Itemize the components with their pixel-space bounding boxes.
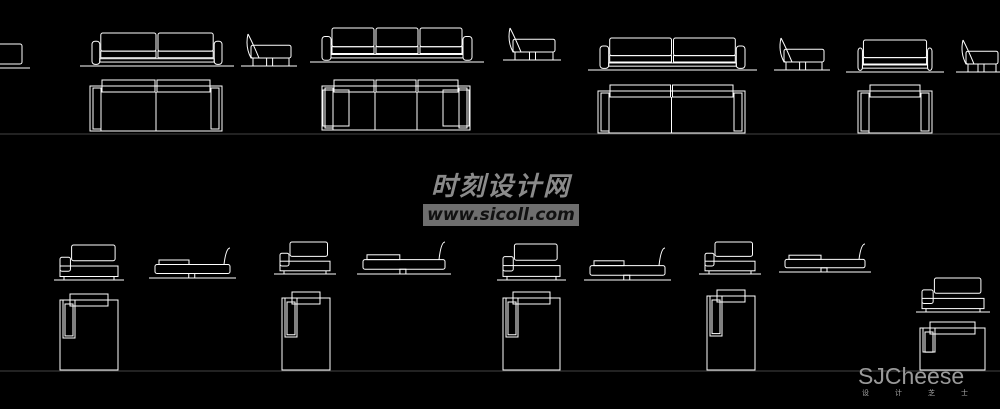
chaise-side-elevation bbox=[584, 247, 671, 281]
baseline-guides bbox=[0, 133, 1000, 372]
chaise-front-elevation bbox=[274, 241, 336, 275]
chaise-side-elevation bbox=[779, 243, 871, 273]
sofa-front-elevation bbox=[588, 37, 757, 71]
chaise-plan-view bbox=[59, 293, 119, 371]
brand-logo: SJCheese 设计芝士 bbox=[858, 364, 994, 398]
chaise-front-elevation bbox=[54, 244, 124, 281]
sofa-front-elevation bbox=[846, 39, 944, 73]
chaise-side-elevation bbox=[357, 241, 451, 275]
sofa-side-elevation bbox=[241, 33, 297, 67]
partial-sofa bbox=[0, 43, 30, 69]
logo-main-text: SJCheese bbox=[858, 363, 965, 389]
watermark-title: 时刻设计网 bbox=[430, 172, 571, 202]
sofa-plan-view bbox=[597, 84, 746, 134]
chaise-front-elevation bbox=[699, 241, 761, 275]
sofa-side-elevation bbox=[774, 37, 830, 71]
chaise-plan-view bbox=[919, 321, 986, 371]
sofa-side-elevation bbox=[503, 27, 561, 61]
sofa-side-elevation bbox=[956, 39, 1000, 73]
watermark-url: www.sicoll.com bbox=[423, 204, 579, 226]
sofa-front-elevation bbox=[80, 32, 234, 67]
chaise-front-elevation bbox=[916, 277, 990, 313]
watermark: 时刻设计网 www.sicoll.com bbox=[413, 172, 589, 226]
chaise-plan-view bbox=[706, 289, 756, 371]
sofa-plan-view bbox=[857, 84, 933, 134]
sofa-plan-view bbox=[89, 79, 223, 132]
chaise-front-elevation bbox=[497, 243, 566, 281]
sofa-plan-view bbox=[321, 79, 471, 131]
chaise-plan-view bbox=[281, 291, 331, 371]
chaise-side-elevation bbox=[149, 247, 236, 279]
chaise-plan-view bbox=[502, 291, 561, 371]
logo-sub-text: 设计芝士 bbox=[862, 389, 994, 397]
sofa-front-elevation bbox=[310, 27, 484, 63]
